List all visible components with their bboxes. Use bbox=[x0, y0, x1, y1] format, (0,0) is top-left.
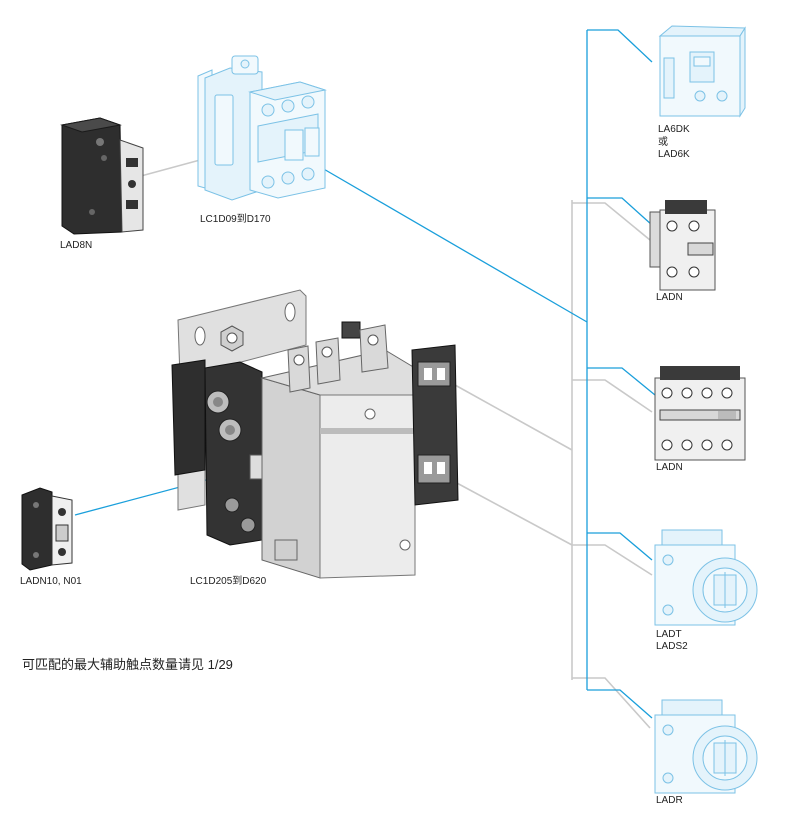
blue-branch-la6dk bbox=[587, 29, 653, 63]
label-lad8n: LAD8N bbox=[60, 240, 93, 251]
label-lads2: LADS2 bbox=[656, 641, 688, 652]
label-ladn10: LADN10, N01 bbox=[20, 576, 82, 587]
gray-connectors bbox=[140, 159, 653, 729]
label-ladn-first: LADN bbox=[656, 292, 683, 303]
ladt-block-illustration bbox=[654, 529, 758, 626]
blue-branch-ladn-1 bbox=[587, 197, 653, 226]
blue-branch-ladr bbox=[587, 689, 653, 719]
ladr-block-illustration bbox=[654, 699, 758, 794]
blue-branch-ladt bbox=[587, 532, 653, 561]
gray-branch-ladn-2 bbox=[572, 379, 653, 413]
ladn10-block-illustration bbox=[21, 487, 73, 571]
label-la6dk: LA6DK bbox=[658, 124, 690, 135]
label-lad6k: LAD6K bbox=[658, 149, 690, 160]
blue-branch-ladn-2 bbox=[587, 367, 656, 396]
gray-branch-ladt bbox=[572, 544, 653, 576]
lc1d09-contactor-illustration bbox=[197, 55, 327, 201]
lad8n-block-illustration bbox=[60, 117, 144, 235]
gray-link-contactor-top bbox=[454, 384, 573, 451]
ladn-second-block-illustration bbox=[654, 366, 746, 461]
gray-link-contactor-bottom bbox=[454, 481, 573, 546]
label-lc1d09: LC1D09到D170 bbox=[200, 214, 271, 225]
footnote: 可匹配的最大辅助触点数量请见 1/29 bbox=[22, 657, 233, 672]
label-ladt: LADT bbox=[656, 629, 682, 640]
label-ladr: LADR bbox=[656, 795, 683, 806]
blue-link-lc1d09 bbox=[321, 167, 588, 323]
label-or: 或 bbox=[658, 137, 668, 148]
label-ladn-second: LADN bbox=[656, 462, 683, 473]
blue-connectors bbox=[74, 29, 656, 719]
gray-link-lad8n bbox=[140, 159, 201, 177]
la6dk-block-illustration bbox=[658, 25, 746, 118]
gray-branch-ladn-1 bbox=[572, 202, 651, 241]
gray-branch-ladr bbox=[572, 677, 651, 729]
lc1d205-contactor-illustration bbox=[171, 289, 459, 579]
ladn-first-block-illustration bbox=[649, 200, 716, 291]
label-lc1d205: LC1D205到D620 bbox=[190, 576, 267, 587]
